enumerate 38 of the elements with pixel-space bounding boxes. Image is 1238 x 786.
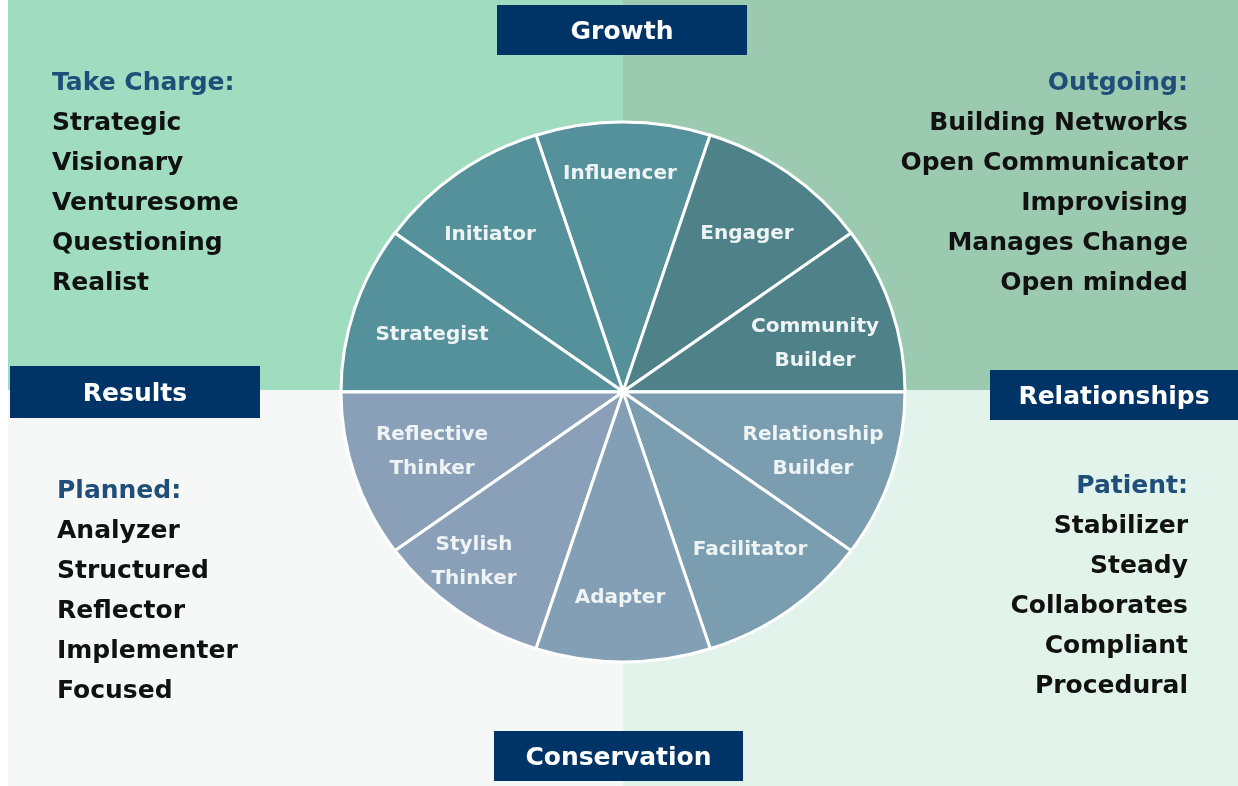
trait-text: Reflector	[57, 594, 185, 626]
axis-label: Results	[10, 366, 260, 418]
trait-text: Venturesome	[52, 186, 239, 218]
segment-label: Initiator	[443, 220, 537, 247]
segment-label: Adapter	[573, 583, 667, 610]
segment-label: Strategist	[374, 320, 490, 347]
trait-text: Steady	[1090, 549, 1188, 581]
quadrant-heading: Outgoing:	[1047, 66, 1188, 98]
segment-label: Stylish Thinker	[430, 530, 518, 591]
trait-text: Open minded	[1000, 266, 1188, 298]
quadrant-heading: Take Charge:	[52, 66, 235, 98]
trait-text: Realist	[52, 266, 150, 298]
quadrant-heading: Planned:	[57, 474, 182, 506]
trait-text: Improvising	[1021, 186, 1188, 218]
axis-label: Conservation	[494, 731, 743, 781]
trait-text: Questioning	[52, 226, 223, 258]
trait-text: Structured	[57, 554, 209, 586]
trait-text: Manages Change	[947, 226, 1188, 258]
trait-text: Strategic	[52, 106, 182, 138]
trait-text: Open Communicator	[900, 146, 1188, 178]
segment-label: Facilitator	[691, 535, 809, 562]
segment-label: Community Builder	[750, 312, 880, 373]
segment-label: Relationship Builder	[741, 420, 885, 481]
trait-text: Visionary	[52, 146, 184, 178]
trait-text: Building Networks	[929, 106, 1188, 138]
trait-text: Procedural	[1034, 669, 1188, 701]
trait-text: Compliant	[1044, 629, 1188, 661]
trait-text: Implementer	[57, 634, 238, 666]
trait-text: Collaborates	[1010, 589, 1188, 621]
axis-label: Relationships	[990, 370, 1238, 420]
segment-label: Influencer	[562, 159, 678, 186]
trait-text: Focused	[57, 674, 173, 706]
axis-label: Growth	[497, 5, 747, 55]
segment-label: Reflective Thinker	[374, 420, 490, 481]
trait-text: Stabilizer	[1053, 509, 1188, 541]
trait-text: Analyzer	[57, 514, 180, 546]
quadrant-heading: Patient:	[1076, 469, 1188, 501]
segment-label: Engager	[699, 219, 795, 246]
